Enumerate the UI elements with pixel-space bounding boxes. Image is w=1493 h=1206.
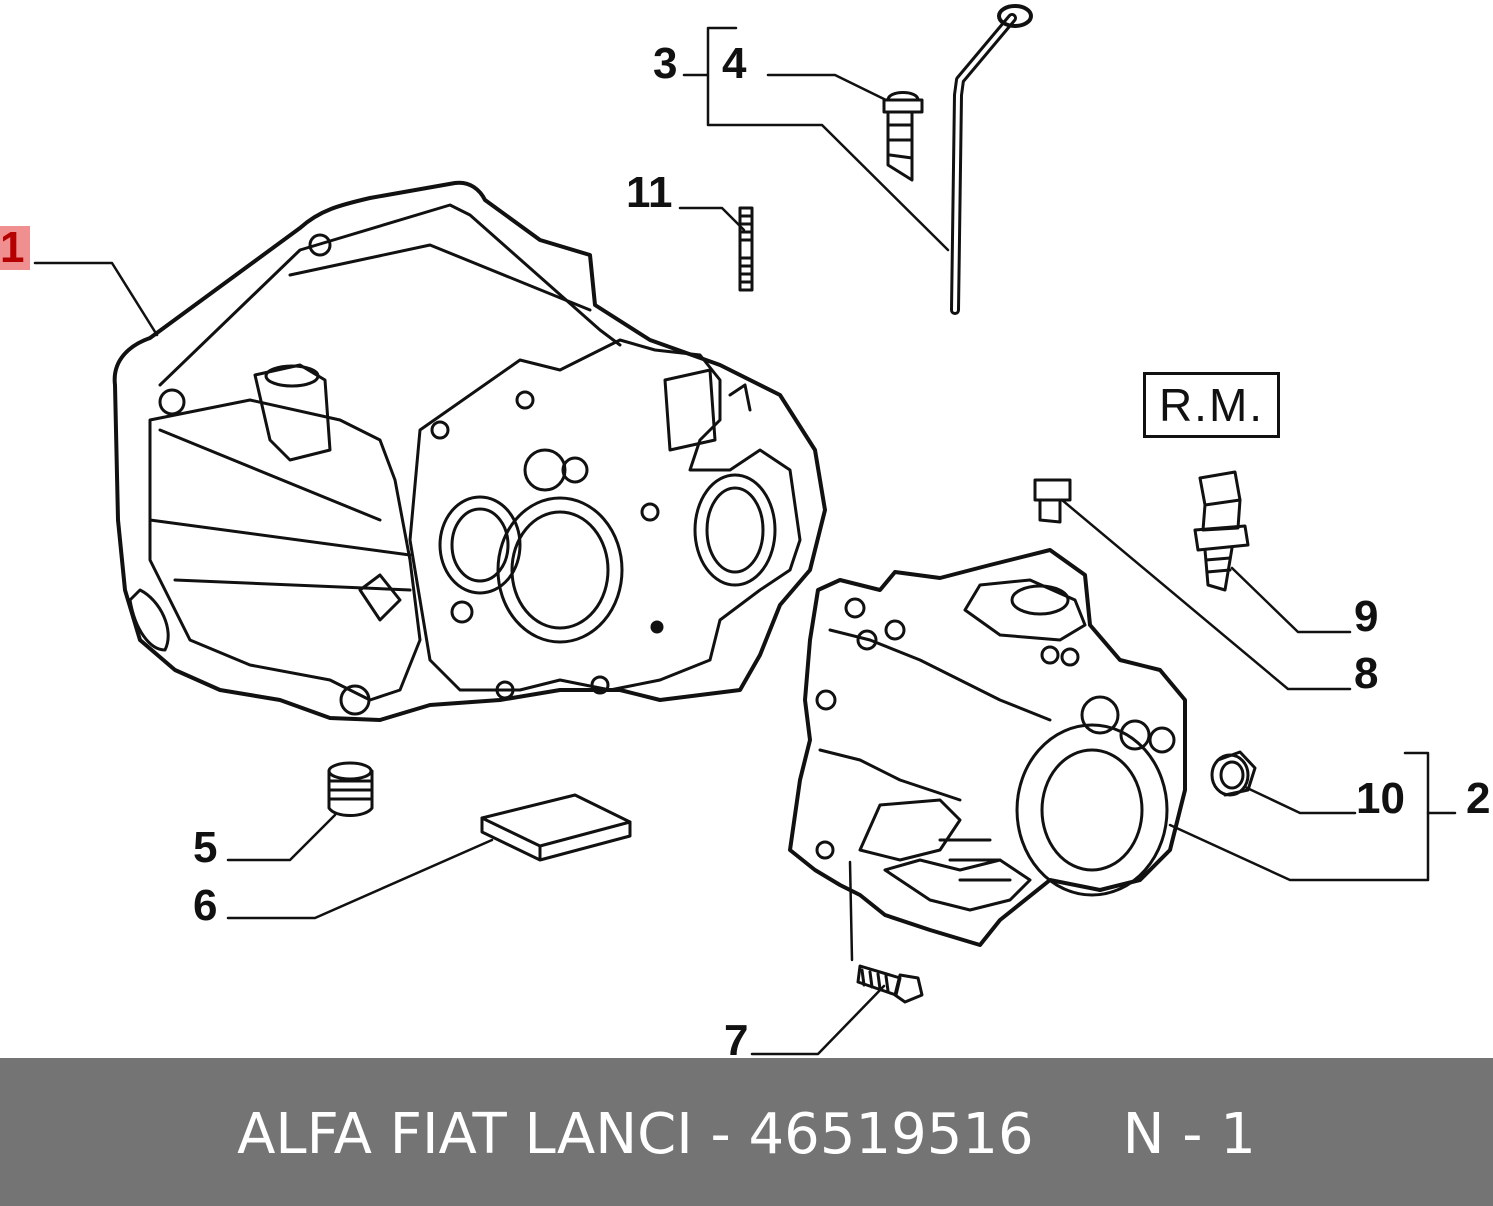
callout-10: 10 (1356, 774, 1405, 823)
sensor-switch-part (1195, 472, 1248, 590)
dipstick-part (955, 6, 1031, 310)
callout-6: 6 (193, 881, 218, 930)
threaded-plug-part (329, 763, 372, 816)
callout-3: 3 (653, 39, 678, 88)
callout-4: 4 (722, 39, 747, 88)
bolt-part (858, 966, 922, 1002)
drain-plug-part (1035, 480, 1070, 522)
footer-text: ALFA FIAT LANCI - 46519516 N - 1 (237, 1102, 1256, 1167)
callout-1: 1 (0, 226, 31, 270)
gearbox-casing-part (790, 550, 1185, 945)
callout-9: 9 (1354, 592, 1379, 641)
callout-8: 8 (1354, 649, 1379, 698)
leader-lines (35, 28, 1455, 1054)
seal-ring-part (1212, 752, 1255, 795)
footer-bar: ALFA FIAT LANCI - 46519516 N - 1 (0, 1058, 1493, 1206)
callout-2: 2 (1466, 774, 1491, 823)
parts-diagram: 1 3 4 11 9 8 10 2 5 6 7 R.M. (0, 0, 1491, 1063)
stud-part (740, 208, 752, 290)
callout-7: 7 (724, 1016, 749, 1065)
callout-5: 5 (193, 823, 218, 872)
clutch-housing-part (115, 183, 825, 720)
rm-label-box: R.M. (1143, 372, 1280, 438)
callout-11: 11 (626, 168, 673, 217)
breather-plug-part (884, 93, 922, 181)
gasket-pad-part (482, 795, 630, 860)
